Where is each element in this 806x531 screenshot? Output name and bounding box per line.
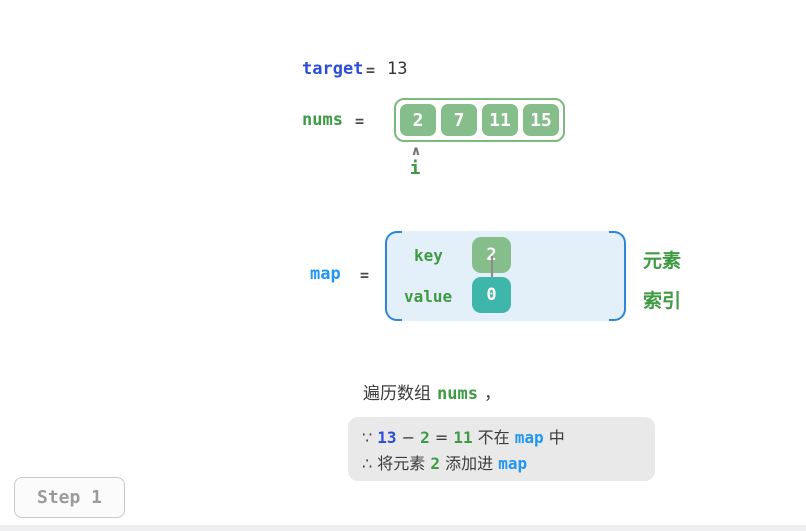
- element-annotation: 元素: [643, 250, 682, 272]
- reasoning-segment: 2: [420, 428, 430, 447]
- reasoning-segment: map: [514, 428, 544, 447]
- index-annotation: 索引: [643, 290, 682, 312]
- reasoning-line-1: ∵ 13 − 2 = 11 不在 map 中: [362, 425, 641, 451]
- bottom-divider: [0, 525, 806, 531]
- reasoning-segment: 2: [430, 454, 440, 473]
- nums-variable-label: nums: [302, 110, 343, 130]
- map-bracket-left: [385, 231, 402, 321]
- map-equals-sign: =: [360, 266, 370, 284]
- target-equals-sign: =: [366, 61, 376, 79]
- array-cell: 15: [522, 103, 560, 137]
- reasoning-segment: 不在: [472, 428, 515, 447]
- array-cell: 7: [440, 103, 478, 137]
- reasoning-segment: 11: [453, 428, 473, 447]
- reasoning-segment: =: [429, 428, 454, 447]
- map-container: key 2 value 0: [385, 231, 626, 321]
- reasoning-segment: ∴ 将元素: [362, 454, 431, 473]
- target-variable-label: target: [302, 59, 364, 79]
- index-pointer-icon: ∧: [410, 144, 422, 159]
- map-variable-label: map: [310, 264, 341, 284]
- reasoning-box: ∵ 13 − 2 = 11 不在 map 中 ∴ 将元素 2 添加进 map: [348, 417, 655, 481]
- reasoning-line-2: ∴ 将元素 2 添加进 map: [362, 451, 641, 477]
- reasoning-segment: 添加进: [440, 454, 499, 473]
- reasoning-segment: 13: [377, 428, 397, 447]
- map-value-label: value: [404, 287, 453, 306]
- caption-comma: ，: [483, 384, 501, 404]
- caption-line: 遍历数组 nums，: [363, 379, 501, 404]
- target-value: 13: [387, 59, 408, 79]
- index-pointer-label: i: [409, 158, 421, 179]
- reasoning-segment: map: [498, 454, 528, 473]
- step-button[interactable]: Step 1: [14, 477, 125, 518]
- array-cell: 2: [399, 103, 437, 137]
- reasoning-segment: ∵: [362, 428, 378, 447]
- map-key-label: key: [414, 246, 443, 265]
- caption-prefix: 遍历数组: [363, 384, 431, 404]
- nums-equals-sign: =: [355, 112, 365, 130]
- map-bracket-right: [609, 231, 626, 321]
- array-cell: 11: [481, 103, 519, 137]
- reasoning-segment: −: [396, 428, 421, 447]
- caption-code-nums: nums: [437, 384, 478, 404]
- map-value-cell: 0: [472, 277, 511, 313]
- reasoning-segment: 中: [543, 428, 565, 447]
